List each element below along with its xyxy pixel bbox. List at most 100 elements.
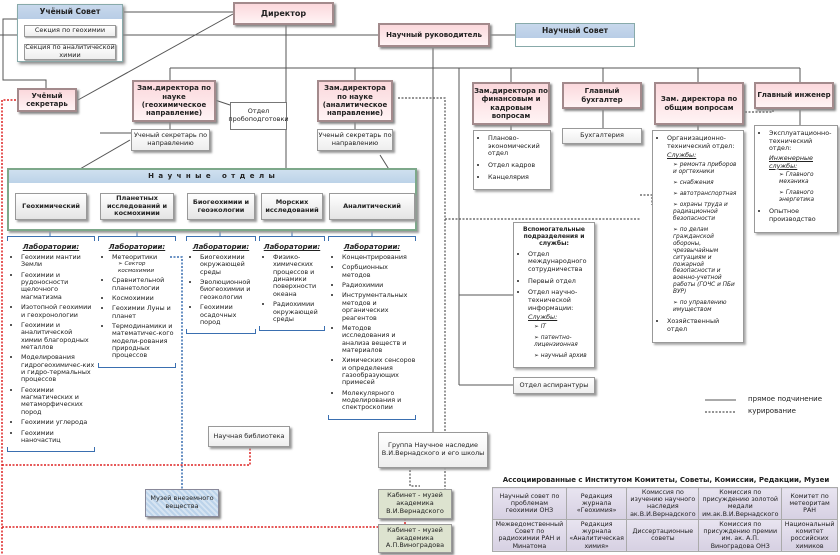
general-service: по делам гражданской обороны, чрезвычайн… bbox=[673, 227, 741, 297]
vernadsky-heritage-group[interactable]: Группа Научное наследие В.И.Вернадского … bbox=[378, 432, 488, 468]
lab-item: Геохимии и аналитической химии благородн… bbox=[21, 321, 95, 351]
lab-item: Изотопной геохимии и геохронологии bbox=[21, 304, 95, 319]
general-service: ремонта приборов и оргтехники bbox=[673, 162, 741, 176]
operations-dept: Эксплуатационно-технический отдел: bbox=[769, 129, 832, 153]
finance-unit[interactable]: Планово-экономический отдел bbox=[488, 134, 548, 158]
deputy-analytical-box[interactable]: Зам.директора по науке (аналитическое на… bbox=[317, 80, 393, 122]
dept-geochemical[interactable]: Геохимический bbox=[15, 193, 87, 220]
lab-item: Метеоритики Сектор космохимии bbox=[112, 253, 176, 274]
finance-unit[interactable]: Канцелярия bbox=[488, 173, 548, 182]
meteorite-museum-box[interactable]: Музей внеземного вещества bbox=[145, 489, 219, 517]
aux-service: патентно-лицензионная bbox=[534, 335, 592, 349]
lab-item: Космохимии bbox=[112, 294, 176, 302]
finance-unit[interactable]: Отдел кадров bbox=[488, 161, 548, 170]
accounting-box[interactable]: Бухгалтерия bbox=[562, 128, 642, 144]
lab-item: Геохимии мантии Земли bbox=[21, 253, 95, 269]
lab-meteoritics: Метеоритики bbox=[112, 253, 158, 261]
dept-marine[interactable]: Морских исследований bbox=[261, 193, 323, 220]
lab-item: Термодинамики и математичес-кого модели-… bbox=[112, 322, 176, 360]
science-departments-title: Н а у ч н ы е о т д е л ы bbox=[9, 170, 415, 183]
secretary-analytical-box[interactable]: Ученый секретарь по направлению bbox=[317, 129, 393, 151]
legend-solid-label: прямое подчинение bbox=[748, 395, 823, 403]
lab-item: Радиохимии bbox=[342, 281, 416, 289]
lab-item: Молекулярного моделирования и спектроско… bbox=[342, 389, 416, 412]
engineering-service: Главного энергетика bbox=[779, 190, 835, 204]
sample-prep-dept[interactable]: Отдел пробоподготовки bbox=[228, 102, 289, 130]
academic-council[interactable]: Учёный Совет Секция по геохимии Секция п… bbox=[17, 4, 123, 62]
dept-biogeochemistry[interactable]: Биогеохимии и геоэкологии bbox=[187, 193, 255, 220]
general-service: по управлению имуществом bbox=[673, 300, 741, 314]
lab-item: Геохимии осадочных пород bbox=[200, 303, 256, 326]
table-cell[interactable]: Межведомственный Совет по радиохимии РАН… bbox=[492, 518, 567, 552]
lab-item: Концентрирования bbox=[342, 253, 416, 261]
auxiliary-units-box: Вспомогательные подразделения и службы: … bbox=[513, 222, 595, 368]
table-cell[interactable]: Комиссия по присуждению премии им. ак. А… bbox=[698, 518, 783, 552]
general-unit[interactable]: Организационно-технический отдел: Службы… bbox=[667, 134, 741, 314]
engineering-unit[interactable]: Опытное производство bbox=[769, 207, 835, 223]
deputy-finance-box[interactable]: Зам.директора по финансовым и кадровым в… bbox=[472, 82, 550, 125]
table-cell[interactable]: Комитет по метеоритам РАН bbox=[781, 487, 838, 520]
legend-dashed-label: курирование bbox=[748, 407, 796, 415]
engineering-unit[interactable]: Эксплуатационно-технический отдел: Инжен… bbox=[769, 129, 835, 204]
postgraduate-dept-box[interactable]: Отдел аспирантуры bbox=[513, 377, 595, 394]
dept-analytical[interactable]: Аналитический bbox=[329, 193, 415, 220]
lab-item: Инструментальных методов и органических … bbox=[342, 292, 416, 322]
table-cell[interactable]: Редакция журнала «Аналитическая химия» bbox=[565, 518, 628, 552]
deputy-geochem-box[interactable]: Зам.директора по науке (геохимическое на… bbox=[132, 80, 216, 122]
labs-title: Лаборатории: bbox=[192, 243, 250, 251]
general-service: снабжения bbox=[673, 180, 741, 187]
lab-item: Сравнительной планетологии bbox=[112, 277, 176, 292]
lab-item: Геохимии Луны и планет bbox=[112, 305, 176, 320]
table-cell[interactable]: Редакция журнала «Геохимия» bbox=[565, 487, 628, 520]
general-service: охраны труда и радиационной безопасности bbox=[673, 202, 741, 223]
aux-services-title: Службы: bbox=[528, 313, 558, 322]
engineering-service: Главного механика bbox=[779, 172, 835, 186]
section-analytical-chemistry[interactable]: Секция по аналитической химии bbox=[24, 43, 116, 60]
library-box[interactable]: Научная библиотека bbox=[208, 426, 290, 447]
general-unit[interactable]: Хозяйственный отдел bbox=[667, 317, 741, 333]
finance-units-list: Планово-экономический отдел Отдел кадров… bbox=[473, 130, 551, 191]
general-services-title: Службы: bbox=[667, 151, 697, 160]
deputy-general-box[interactable]: Зам. директора по общим вопросам bbox=[654, 82, 744, 125]
academic-secretary-box[interactable]: Учёный секретарь bbox=[17, 88, 77, 112]
lab-item: Моделирования гидрогеохимичес-ких и гидр… bbox=[21, 354, 95, 384]
table-cell[interactable]: Комиссия по присуждению золотой медали и… bbox=[698, 487, 783, 520]
lab-item: Геохимии и рудоносности щелочного магмат… bbox=[21, 271, 95, 301]
engineering-units-box: Эксплуатационно-технический отдел: Инжен… bbox=[754, 125, 838, 233]
lab-item: Химических сенсоров и определения газооб… bbox=[342, 357, 416, 387]
scientific-council-box[interactable]: Научный Совет bbox=[515, 23, 635, 47]
aux-unit[interactable]: Отдел научно-технической информации: Слу… bbox=[528, 288, 592, 360]
lab-item: Эволюционной биогеохимии и геоэкологии bbox=[200, 278, 256, 301]
aux-unit[interactable]: Первый отдел bbox=[528, 277, 592, 286]
associated-table: Научный совет по проблемам геохимии ОНЗ … bbox=[492, 487, 838, 552]
labs-analytical: Лаборатории: Концентрирования Сорбционны… bbox=[328, 236, 416, 420]
lab-item: Сорбционных методов bbox=[342, 264, 416, 279]
lab-item: Методов исследования и анализа веществ и… bbox=[342, 324, 416, 354]
chief-accountant-box[interactable]: Главный бухгалтер bbox=[562, 82, 642, 109]
vernadsky-museum-box[interactable]: Кабинет - музей академика В.И.Вернадског… bbox=[378, 489, 452, 519]
aux-service: научный архив bbox=[534, 353, 592, 360]
chief-engineer-box[interactable]: Главный инженер bbox=[754, 82, 834, 109]
aux-unit[interactable]: Отдел международного сотрудничества bbox=[528, 250, 592, 274]
section-geochemistry[interactable]: Секция по геохимии bbox=[24, 25, 116, 37]
director-box[interactable]: Директор bbox=[233, 2, 334, 25]
table-cell[interactable]: Диссертационные советы bbox=[626, 518, 700, 552]
labs-title: Лаборатории: bbox=[343, 243, 401, 251]
table-row: Научный совет по проблемам геохимии ОНЗ … bbox=[492, 487, 838, 520]
academic-council-title: Учёный Совет bbox=[18, 5, 122, 19]
dept-planetary[interactable]: Планетных исследований и космохимии bbox=[100, 193, 174, 220]
scientific-supervisor-box[interactable]: Научный руководитель bbox=[378, 23, 490, 47]
auxiliary-title: Вспомогательные подразделения и службы: bbox=[523, 226, 585, 248]
table-cell[interactable]: Национальный комитет российских химиков bbox=[781, 518, 838, 552]
vinogradov-museum-box[interactable]: Кабинет - музей академика А.П.Виноградов… bbox=[378, 524, 452, 553]
labs-marine: Лаборатории: Физико-химических процессов… bbox=[259, 236, 325, 332]
engineering-services-title: Инженерные службы: bbox=[769, 154, 813, 170]
table-cell[interactable]: Комиссия по изучению научного наследия а… bbox=[626, 487, 700, 520]
table-cell[interactable]: Научный совет по проблемам геохимии ОНЗ bbox=[492, 487, 567, 520]
lab-item: Биогеохимии окружающей среды bbox=[200, 253, 256, 276]
labs-planetary: Лаборатории: Метеоритики Сектор космохим… bbox=[98, 236, 176, 368]
general-service: автотранспортная bbox=[673, 191, 741, 198]
secretary-geochem-box[interactable]: Ученый секретарь по направлению bbox=[131, 129, 210, 151]
aux-unit-label: Отдел научно-технической информации: bbox=[528, 288, 578, 312]
labs-title: Лаборатории: bbox=[263, 243, 321, 251]
